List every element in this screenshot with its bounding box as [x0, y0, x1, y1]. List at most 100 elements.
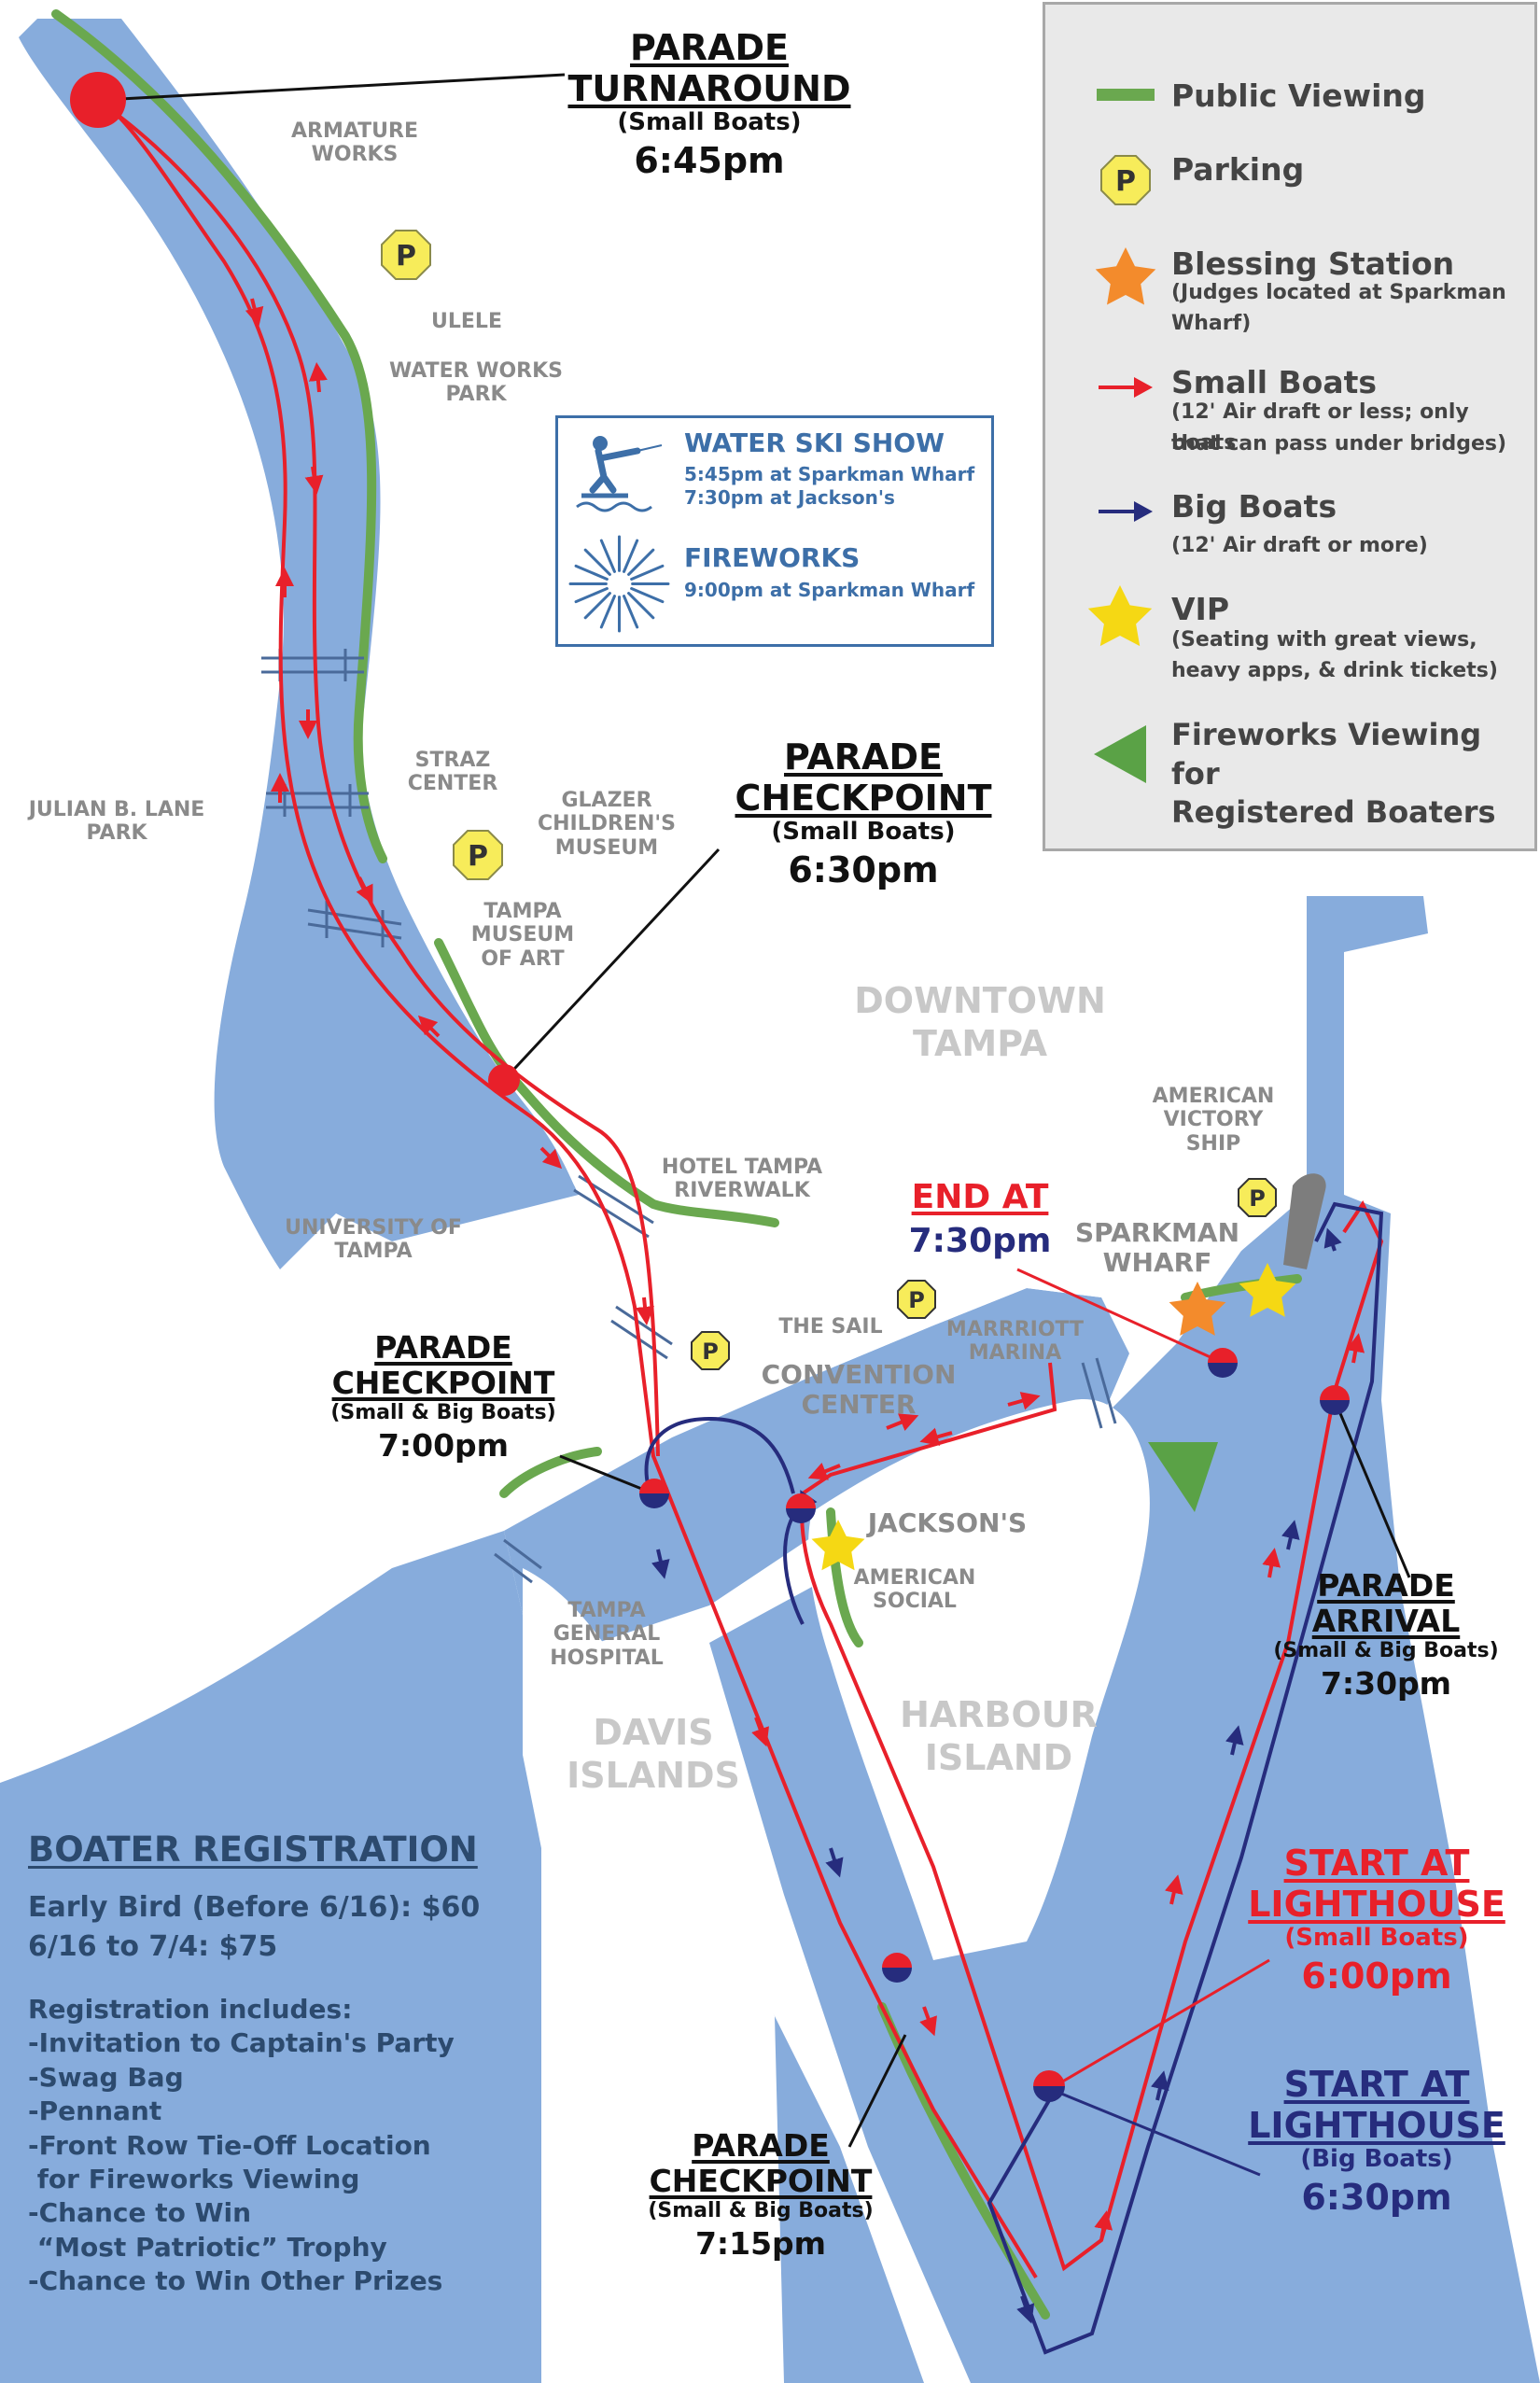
harbour-island-label: HARBOUR ISLAND	[900, 1694, 1098, 1778]
ulele-label: ULELE	[431, 310, 502, 333]
registration-include-item: -Pennant	[28, 2096, 162, 2127]
start-small-callout: START AT LIGHTHOUSE (Small Boats) 6:00pm	[1248, 1843, 1505, 1998]
public-viewing-swatch	[1097, 89, 1155, 101]
svg-text:P: P	[1249, 1185, 1266, 1212]
checkpoint-630-dot	[488, 1064, 520, 1096]
university-label: UNIVERSITY OF TAMPA	[285, 1216, 462, 1264]
jacksons-dot	[786, 1493, 816, 1523]
hotel-tampa-label: HOTEL TAMPA RIVERWALK	[661, 1156, 823, 1203]
svg-text:P: P	[468, 840, 488, 873]
legend-small-sub: that can pass under bridges)	[1171, 432, 1507, 456]
svg-text:P: P	[908, 1287, 925, 1313]
legend-parking: Parking	[1171, 151, 1305, 188]
blessing-station-star	[1169, 1282, 1226, 1336]
svg-text:P: P	[702, 1339, 719, 1365]
checkpoint-715-callout: PARADE CHECKPOINT (Small & Big Boats) 7:…	[648, 2127, 874, 2263]
downtown-land	[392, 896, 1307, 1419]
registration-title: BOATER REGISTRATION	[28, 1829, 478, 1870]
the-sail-label: THE SAIL	[778, 1315, 883, 1339]
lighthouse-dot	[1033, 2070, 1065, 2102]
straz-label: STRAZ CENTER	[407, 749, 498, 796]
water-works-label: WATER WORKS PARK	[388, 359, 564, 407]
checkpoint-715-dot	[882, 1953, 912, 1983]
checkpoint-630-callout: PARADE CHECKPOINT (Small Boats) 6:30pm	[735, 736, 992, 891]
end-callout: END AT 7:30pm	[908, 1178, 1052, 1261]
armature-works-label: ARMATURE WORKS	[290, 119, 419, 167]
end-dot	[1208, 1348, 1238, 1378]
registration-include-item: for Fireworks Viewing	[28, 2163, 360, 2194]
hillsborough-river	[19, 19, 579, 1269]
events-box: WATER SKI SHOW 5:45pm at Sparkman Wharf …	[555, 415, 994, 647]
water-ski-time-1: 5:45pm at Sparkman Wharf	[684, 463, 975, 485]
legend-vip: VIP	[1171, 591, 1230, 627]
start-big-callout: START AT LIGHTHOUSE (Big Boats) 6:30pm	[1248, 2064, 1505, 2219]
channelside-channel	[709, 896, 1540, 2383]
registration-price: Early Bird (Before 6/16): $60	[28, 1891, 481, 1924]
registration-include-item: -Chance to Win	[28, 2197, 252, 2229]
legend-blessing-sub: Wharf)	[1171, 312, 1252, 335]
turnaround-dot	[70, 72, 126, 128]
big-boat-arrows	[651, 1227, 1342, 2324]
parade-arrival-callout: PARADE ARRIVAL (Small & Big Boats) 7:30p…	[1273, 1567, 1499, 1703]
downtown-tampa-label: DOWNTOWN TAMPA	[854, 980, 1106, 1064]
tampa-museum-label: TAMPA MUSEUM OF ART	[470, 900, 575, 971]
parking-icon: P	[453, 830, 503, 880]
svg-text:P: P	[1115, 165, 1136, 198]
marriott-marina-label: MARRRIOTT MARINA	[945, 1318, 1085, 1366]
water-ski-icon	[576, 436, 663, 512]
turnaround-callout: PARADE TURNAROUND (Small Boats) 6:45pm	[567, 27, 851, 182]
registration-include-item: -Front Row Tie-Off Location	[28, 2129, 431, 2161]
parking-icon: P	[691, 1331, 730, 1370]
american-social-label: AMERICAN SOCIAL	[853, 1566, 976, 1614]
legend-vip-sub: (Seating with great views,	[1171, 628, 1477, 652]
svg-text:P: P	[396, 240, 416, 273]
callout-leaders	[102, 73, 1411, 2177]
american-victory-label: AMERICAN VICTORY SHIP	[1152, 1085, 1275, 1156]
water-ski-time-2: 7:30pm at Jackson's	[684, 486, 895, 509]
legend-public-viewing: Public Viewing	[1171, 77, 1426, 114]
sparkman-wharf-label: SPARKMAN WHARF	[1074, 1217, 1239, 1279]
registration-include-item: -Swag Bag	[28, 2061, 184, 2093]
legend-small-boats: Small Boats	[1171, 364, 1378, 400]
davis-islands	[523, 1568, 784, 2383]
legend-blessing: Blessing Station	[1171, 245, 1455, 282]
registration-price: 6/16 to 7/4: $75	[28, 1930, 278, 1963]
vip-star-sparkman	[1239, 1263, 1296, 1317]
registration-include-item: “Most Patriotic” Trophy	[28, 2231, 387, 2263]
vip-star-jacksons	[811, 1520, 865, 1571]
islands	[392, 896, 1307, 2383]
harbour-island	[808, 1399, 1150, 1960]
registration-include-item: -Invitation to Captain's Party	[28, 2027, 455, 2059]
checkpoint-700-dot	[639, 1479, 669, 1508]
parking-icon: P	[381, 230, 431, 280]
vip-star-icon	[1087, 585, 1153, 647]
legend-small-sub: (12' Air draft or less; only boats	[1171, 400, 1469, 455]
legend-vip-sub: heavy apps, & drink tickets)	[1171, 659, 1498, 682]
fireworks-title: FIREWORKS	[684, 542, 861, 573]
parking-icon: P	[1100, 155, 1151, 205]
arrival-dot	[1320, 1385, 1350, 1415]
legend-big-sub: (12' Air draft or more)	[1171, 534, 1428, 557]
big-boats-arrow-icon	[1099, 501, 1153, 522]
water-ski-title: WATER SKI SHOW	[684, 428, 945, 458]
fireworks-viewing-triangle	[1148, 1442, 1218, 1512]
registration-includes-title: Registration includes:	[28, 1994, 353, 2025]
davis-islands-label: DAVIS ISLANDS	[567, 1712, 740, 1796]
julian-lane-label: JULIAN B. LANE PARK	[28, 798, 205, 846]
parking-icons: P P P P P	[381, 230, 1277, 1370]
small-boat-arrows	[245, 298, 1365, 2241]
legend-blessing-sub: (Judges located at Sparkman	[1171, 281, 1506, 304]
stars	[811, 1263, 1296, 1571]
legend-fireworks-viewing: Fireworks Viewing for Registered Boaters	[1171, 717, 1496, 831]
blessing-station-star-icon	[1095, 247, 1156, 305]
legend-big-boats: Big Boats	[1171, 488, 1337, 525]
registration-include-item: -Chance to Win Other Prizes	[28, 2265, 443, 2297]
parking-icon: P	[897, 1280, 936, 1319]
checkpoint-700-callout: PARADE CHECKPOINT (Small & Big Boats) 7:…	[330, 1329, 556, 1465]
parking-icon: P	[1238, 1178, 1277, 1217]
checkpoint-markers	[70, 72, 1350, 2102]
map-legend: Public Viewing P Parking Blessing Statio…	[1043, 2, 1537, 851]
victory-ship	[1283, 1173, 1326, 1269]
boater-registration: BOATER REGISTRATION Early Bird (Before 6…	[28, 1829, 513, 2299]
tgh-label: TAMPA GENERAL HOSPITAL	[550, 1599, 664, 1670]
